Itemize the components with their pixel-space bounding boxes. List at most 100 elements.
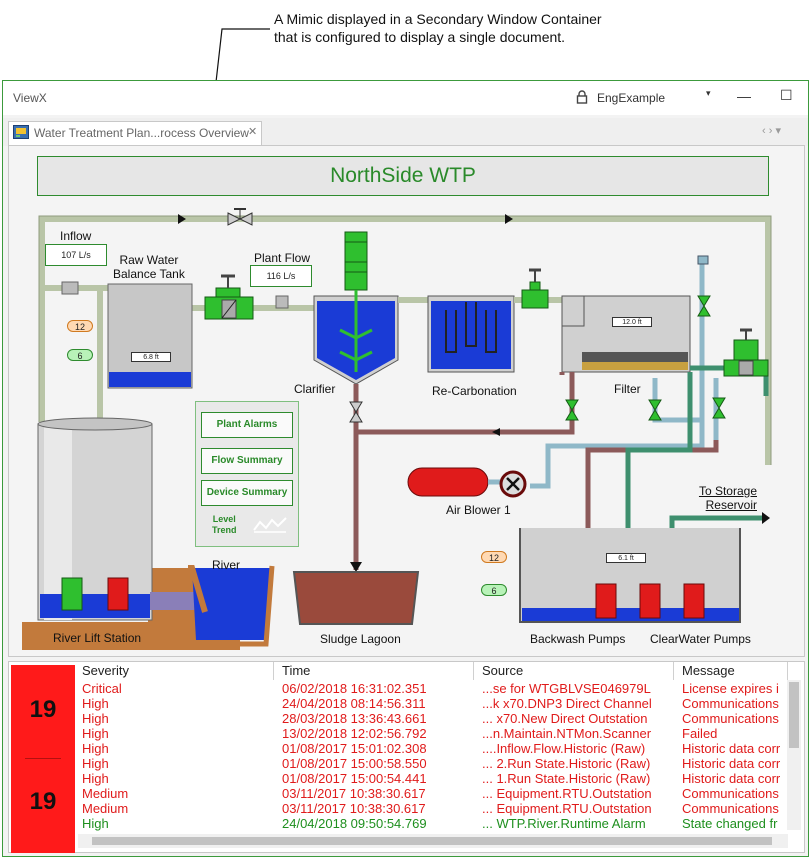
filter-tank bbox=[561, 295, 691, 373]
alarm-message-cell: Communications bbox=[682, 786, 779, 801]
inflow-label: Inflow bbox=[60, 229, 92, 243]
filter-level: 12.0 ft bbox=[612, 317, 652, 327]
alarm-source-cell: ....Inflow.Flow.Historic (Raw) bbox=[482, 741, 646, 756]
alarm-severity-cell: High bbox=[82, 696, 109, 711]
user-name[interactable]: EngExample bbox=[597, 91, 666, 105]
sludge-lagoon bbox=[292, 571, 420, 625]
column-header-time[interactable]: Time bbox=[276, 662, 474, 680]
river bbox=[188, 565, 275, 647]
raw-high-setpoint[interactable]: 12 bbox=[67, 320, 93, 332]
clearwell-level: 6.1 ft bbox=[606, 553, 646, 563]
alarm-count-box bbox=[11, 665, 75, 853]
alarm-severity-cell: High bbox=[82, 771, 109, 786]
recarbonation-label: Re-Carbonation bbox=[432, 384, 517, 398]
air-blower-label: Air Blower 1 bbox=[446, 503, 511, 517]
alarm-time-cell: 24/04/2018 09:50:54.769 bbox=[282, 816, 427, 831]
alarm-source-cell: ... Equipment.RTU.Outstation bbox=[482, 801, 652, 816]
sludge-lagoon-label: Sludge Lagoon bbox=[320, 632, 401, 646]
alarm-time-cell: 01/08/2017 15:01:02.308 bbox=[282, 741, 427, 756]
inflow-value[interactable]: 107 L/s bbox=[45, 244, 107, 266]
alarm-time-cell: 01/08/2017 15:00:58.550 bbox=[282, 756, 427, 771]
to-storage-link[interactable]: To Storage Reservoir bbox=[698, 484, 757, 512]
horizontal-scroll-thumb[interactable] bbox=[92, 837, 772, 845]
clearwell-low-setpoint[interactable]: 6 bbox=[481, 584, 507, 596]
column-header-message[interactable]: Message bbox=[676, 662, 788, 680]
column-header-source[interactable]: Source bbox=[476, 662, 674, 680]
alarm-source-cell: ... 2.Run State.Historic (Raw) bbox=[482, 756, 651, 771]
lock-icon bbox=[576, 90, 588, 104]
plant-alarms-button[interactable]: Plant Alarms bbox=[201, 412, 293, 438]
alarm-source-cell: ... x70.New Direct Outstation bbox=[482, 711, 648, 726]
alarm-time-cell: 03/11/2017 10:38:30.617 bbox=[282, 786, 426, 801]
alarm-list-pane bbox=[8, 661, 805, 853]
user-dropdown-icon[interactable]: ▾ bbox=[706, 88, 711, 98]
tab-process-overview[interactable] bbox=[8, 121, 262, 145]
alarm-time-cell: 28/03/2018 13:36:43.661 bbox=[282, 711, 427, 726]
count-divider bbox=[25, 758, 61, 759]
tab-close-button[interactable]: ✕ bbox=[248, 126, 258, 138]
alarm-message-cell: Communications bbox=[682, 801, 779, 816]
alarm-time-cell: 06/02/2018 16:31:02.351 bbox=[282, 681, 427, 696]
alarm-message-cell: Historic data corr bbox=[682, 756, 781, 771]
clarifier-tank bbox=[313, 231, 399, 385]
filter-valves bbox=[349, 295, 726, 423]
alarm-severity-cell: High bbox=[82, 726, 109, 741]
level-trend-label[interactable]: Level Trend bbox=[212, 514, 237, 535]
alarm-severity-cell: High bbox=[82, 816, 109, 831]
alarm-time-cell: 01/08/2017 15:00:54.441 bbox=[282, 771, 427, 786]
alarm-count-bottom: 19 bbox=[29, 788, 57, 815]
backwash-lines bbox=[530, 262, 719, 489]
mimic-document-icon bbox=[13, 125, 29, 139]
raw-water-level: 6.8 ft bbox=[131, 352, 171, 362]
minimize-button[interactable]: — bbox=[737, 88, 751, 104]
maximize-button[interactable]: ☐ bbox=[780, 87, 793, 103]
alarm-time-cell: 13/02/2018 12:02:56.792 bbox=[282, 726, 427, 741]
alarm-message-cell: State changed fr bbox=[682, 816, 778, 831]
vertical-scrollbar[interactable] bbox=[787, 680, 801, 830]
alarm-source-cell: ...se for WTGBLVSE046979L bbox=[482, 681, 651, 696]
alarm-count-top: 19 bbox=[29, 696, 57, 723]
clearwell-high-setpoint[interactable]: 12 bbox=[481, 551, 507, 563]
plant-flow-value[interactable]: 116 L/s bbox=[250, 265, 312, 287]
alarm-time-cell: 03/11/2017 10:38:30.617 bbox=[282, 801, 426, 816]
alarm-message-cell: Communications bbox=[682, 696, 779, 711]
callout-text: A Mimic displayed in a Secondary Window … bbox=[274, 11, 602, 45]
alarm-source-cell: ... 1.Run State.Historic (Raw) bbox=[482, 771, 651, 786]
inlet-control-valve bbox=[204, 274, 254, 320]
trend-icon[interactable] bbox=[252, 514, 288, 534]
raw-water-tank bbox=[107, 283, 193, 389]
flow-summary-button[interactable]: Flow Summary bbox=[201, 448, 293, 474]
vertical-scroll-thumb[interactable] bbox=[789, 682, 799, 748]
river-lift-label: River Lift Station bbox=[53, 631, 142, 645]
window-titlebar bbox=[3, 81, 808, 115]
alarm-severity-cell: High bbox=[82, 711, 109, 726]
alarm-message-cell: Historic data corr bbox=[682, 741, 781, 756]
recarbonation-tank bbox=[427, 295, 515, 373]
horizontal-scrollbar[interactable] bbox=[78, 834, 788, 848]
column-header-severity[interactable]: Severity bbox=[76, 662, 274, 680]
plant-flow-label: Plant Flow bbox=[254, 251, 311, 265]
raw-low-setpoint[interactable]: 6 bbox=[67, 349, 93, 361]
alarm-source-cell: ...n.Maintain.NTMon.Scanner bbox=[482, 726, 652, 741]
river-lift-station bbox=[22, 417, 240, 650]
alarm-source-cell: ... WTP.River.Runtime Alarm bbox=[482, 816, 646, 831]
clearwater-pumps-label: ClearWater Pumps bbox=[650, 632, 751, 646]
device-summary-button[interactable]: Device Summary bbox=[201, 480, 293, 506]
tab-scroll-controls[interactable]: ‹ › ▾ bbox=[762, 125, 781, 137]
filter-inlet-valve bbox=[521, 268, 549, 309]
alarm-time-cell: 24/04/2018 08:14:56.311 bbox=[282, 696, 426, 711]
alarm-message-cell: License expires i bbox=[682, 681, 779, 696]
alarm-severity-cell: Critical bbox=[82, 681, 122, 696]
filter-label: Filter bbox=[614, 382, 641, 396]
clearwater-control-valve bbox=[723, 328, 769, 377]
top-pipe-valve bbox=[227, 208, 253, 226]
clearwell-tank bbox=[519, 528, 741, 623]
alarm-severity-cell: High bbox=[82, 756, 109, 771]
alarm-message-cell: Communications bbox=[682, 711, 779, 726]
alarm-source-cell: ... Equipment.RTU.Outstation bbox=[482, 786, 652, 801]
alarm-severity-cell: Medium bbox=[82, 801, 129, 816]
air-blower bbox=[407, 467, 527, 498]
backwash-pumps-label: Backwash Pumps bbox=[530, 632, 626, 646]
alarm-severity-cell: Medium bbox=[82, 786, 129, 801]
process-schematic bbox=[22, 208, 772, 650]
